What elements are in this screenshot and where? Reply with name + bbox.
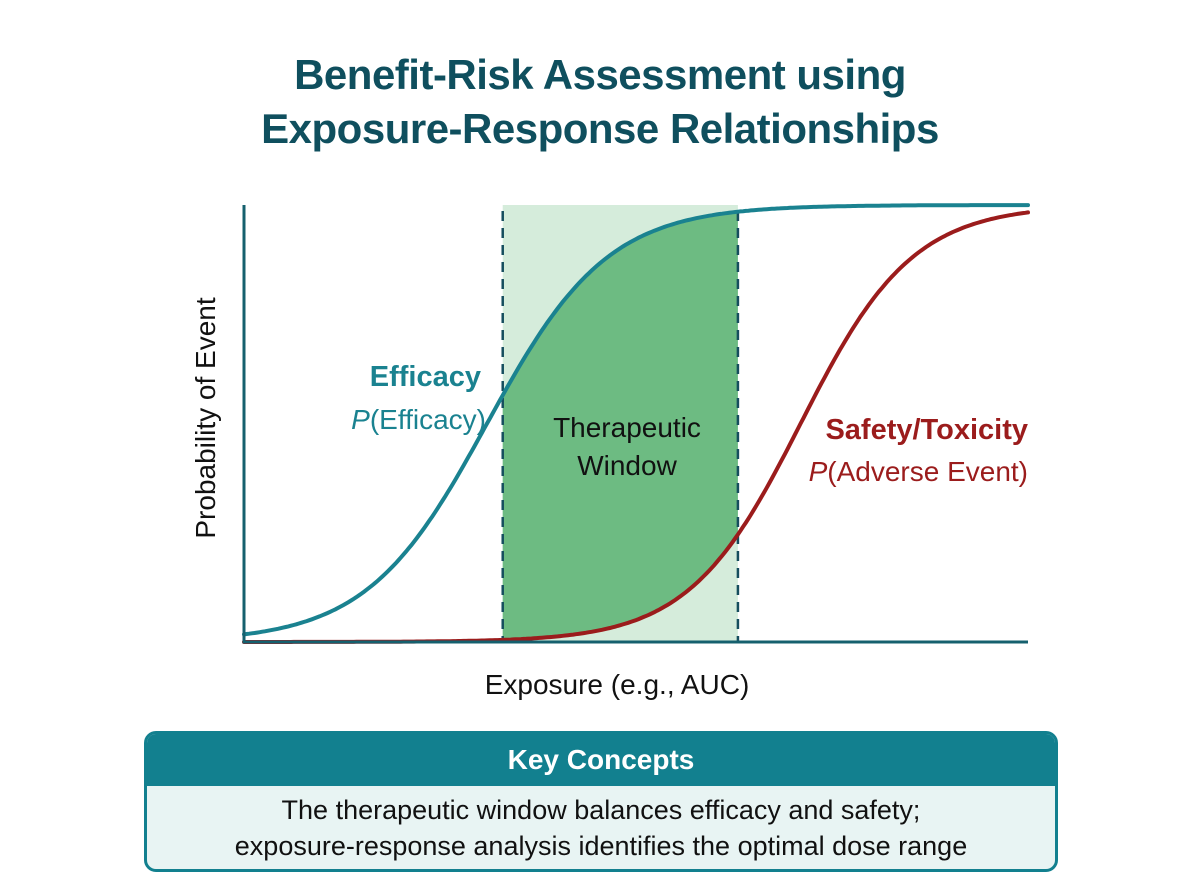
- efficacy-sublabel: P(Efficacy): [351, 404, 486, 435]
- toxicity-label: Safety/Toxicity: [825, 414, 1028, 446]
- page-title: Benefit-Risk Assessment using Exposure-R…: [0, 48, 1200, 156]
- exposure-response-chart: Probability of Event Exposure (e.g., AUC…: [190, 203, 1030, 700]
- key-concepts-line-2: exposure-response analysis identifies th…: [234, 831, 968, 861]
- toxicity-sublabel: P(Adverse Event): [809, 456, 1028, 487]
- window-fill-between-curves: [502, 211, 738, 640]
- window-label-line-2: Window: [577, 450, 677, 481]
- efficacy-curve: [242, 203, 1030, 637]
- title-line-2: Exposure-Response Relationships: [261, 105, 939, 152]
- efficacy-label: Efficacy: [370, 361, 481, 393]
- x-axis-label: Exposure (e.g., AUC): [485, 669, 750, 700]
- y-axis-label: Probability of Event: [190, 297, 221, 538]
- therapeutic-window-region: [501, 205, 740, 642]
- key-concepts-heading: Key Concepts: [147, 734, 1055, 786]
- window-label-line-1: Therapeutic: [553, 412, 701, 443]
- key-concepts-text: The therapeutic window balances efficacy…: [147, 786, 1055, 864]
- key-concepts-panel: Key Concepts The therapeutic window bala…: [144, 731, 1058, 872]
- title-line-1: Benefit-Risk Assessment using: [294, 51, 906, 98]
- key-concepts-line-1: The therapeutic window balances efficacy…: [281, 795, 921, 825]
